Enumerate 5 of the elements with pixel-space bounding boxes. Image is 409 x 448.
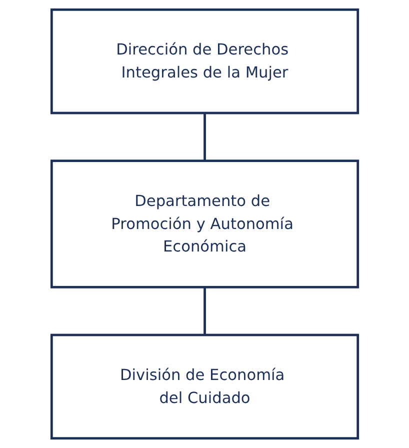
- connector-line: [203, 287, 206, 336]
- connector-line: [203, 113, 206, 162]
- org-unit-box: Dirección de Derechos Integrales de la Mujer: [50, 8, 359, 114]
- org-unit-box: Departamento de Promoción y Autonomía Económica: [50, 160, 359, 288]
- org-unit-box: División de Economía del Cuidado: [50, 334, 359, 440]
